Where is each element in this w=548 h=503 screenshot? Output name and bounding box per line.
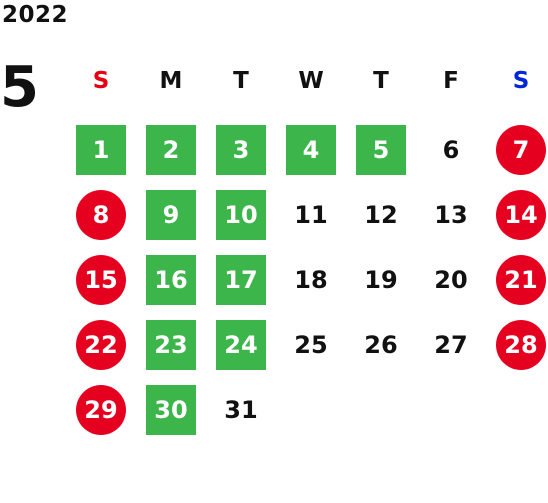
day-cell-4: 4 (286, 125, 336, 175)
day-cell-29: 29 (76, 385, 126, 435)
day-cell-19: 19 (364, 266, 398, 294)
day-cell-9: 9 (146, 190, 196, 240)
day-cell-21: 21 (496, 255, 546, 305)
weekday-label-5: F (443, 68, 459, 94)
day-cell-13: 13 (434, 201, 468, 229)
day-cell-22: 22 (76, 320, 126, 370)
weekday-label-2: T (233, 68, 249, 94)
day-cell-20: 20 (434, 266, 468, 294)
day-cell-23: 23 (146, 320, 196, 370)
day-cell-3: 3 (216, 125, 266, 175)
weekday-label-4: T (373, 68, 389, 94)
day-cell-1: 1 (76, 125, 126, 175)
day-cell-26: 26 (364, 331, 398, 359)
day-cell-2: 2 (146, 125, 196, 175)
weekday-label-0: S (92, 68, 110, 94)
day-cell-16: 16 (146, 255, 196, 305)
day-cell-27: 27 (434, 331, 468, 359)
day-cell-30: 30 (146, 385, 196, 435)
day-cell-14: 14 (496, 190, 546, 240)
weekday-label-6: S (512, 68, 530, 94)
day-cell-28: 28 (496, 320, 546, 370)
day-cell-31: 31 (224, 396, 258, 424)
calendar-year: 2022 (2, 2, 69, 28)
day-cell-10: 10 (216, 190, 266, 240)
day-cell-8: 8 (76, 190, 126, 240)
day-cell-24: 24 (216, 320, 266, 370)
day-cell-7: 7 (496, 125, 546, 175)
day-cell-11: 11 (294, 201, 328, 229)
day-cell-18: 18 (294, 266, 328, 294)
calendar-month: 5 (0, 55, 39, 120)
day-cell-25: 25 (294, 331, 328, 359)
weekday-label-3: W (298, 68, 324, 94)
day-cell-12: 12 (364, 201, 398, 229)
day-cell-15: 15 (76, 255, 126, 305)
day-cell-17: 17 (216, 255, 266, 305)
day-cell-5: 5 (356, 125, 406, 175)
weekday-label-1: M (159, 68, 183, 94)
day-cell-6: 6 (442, 136, 460, 164)
